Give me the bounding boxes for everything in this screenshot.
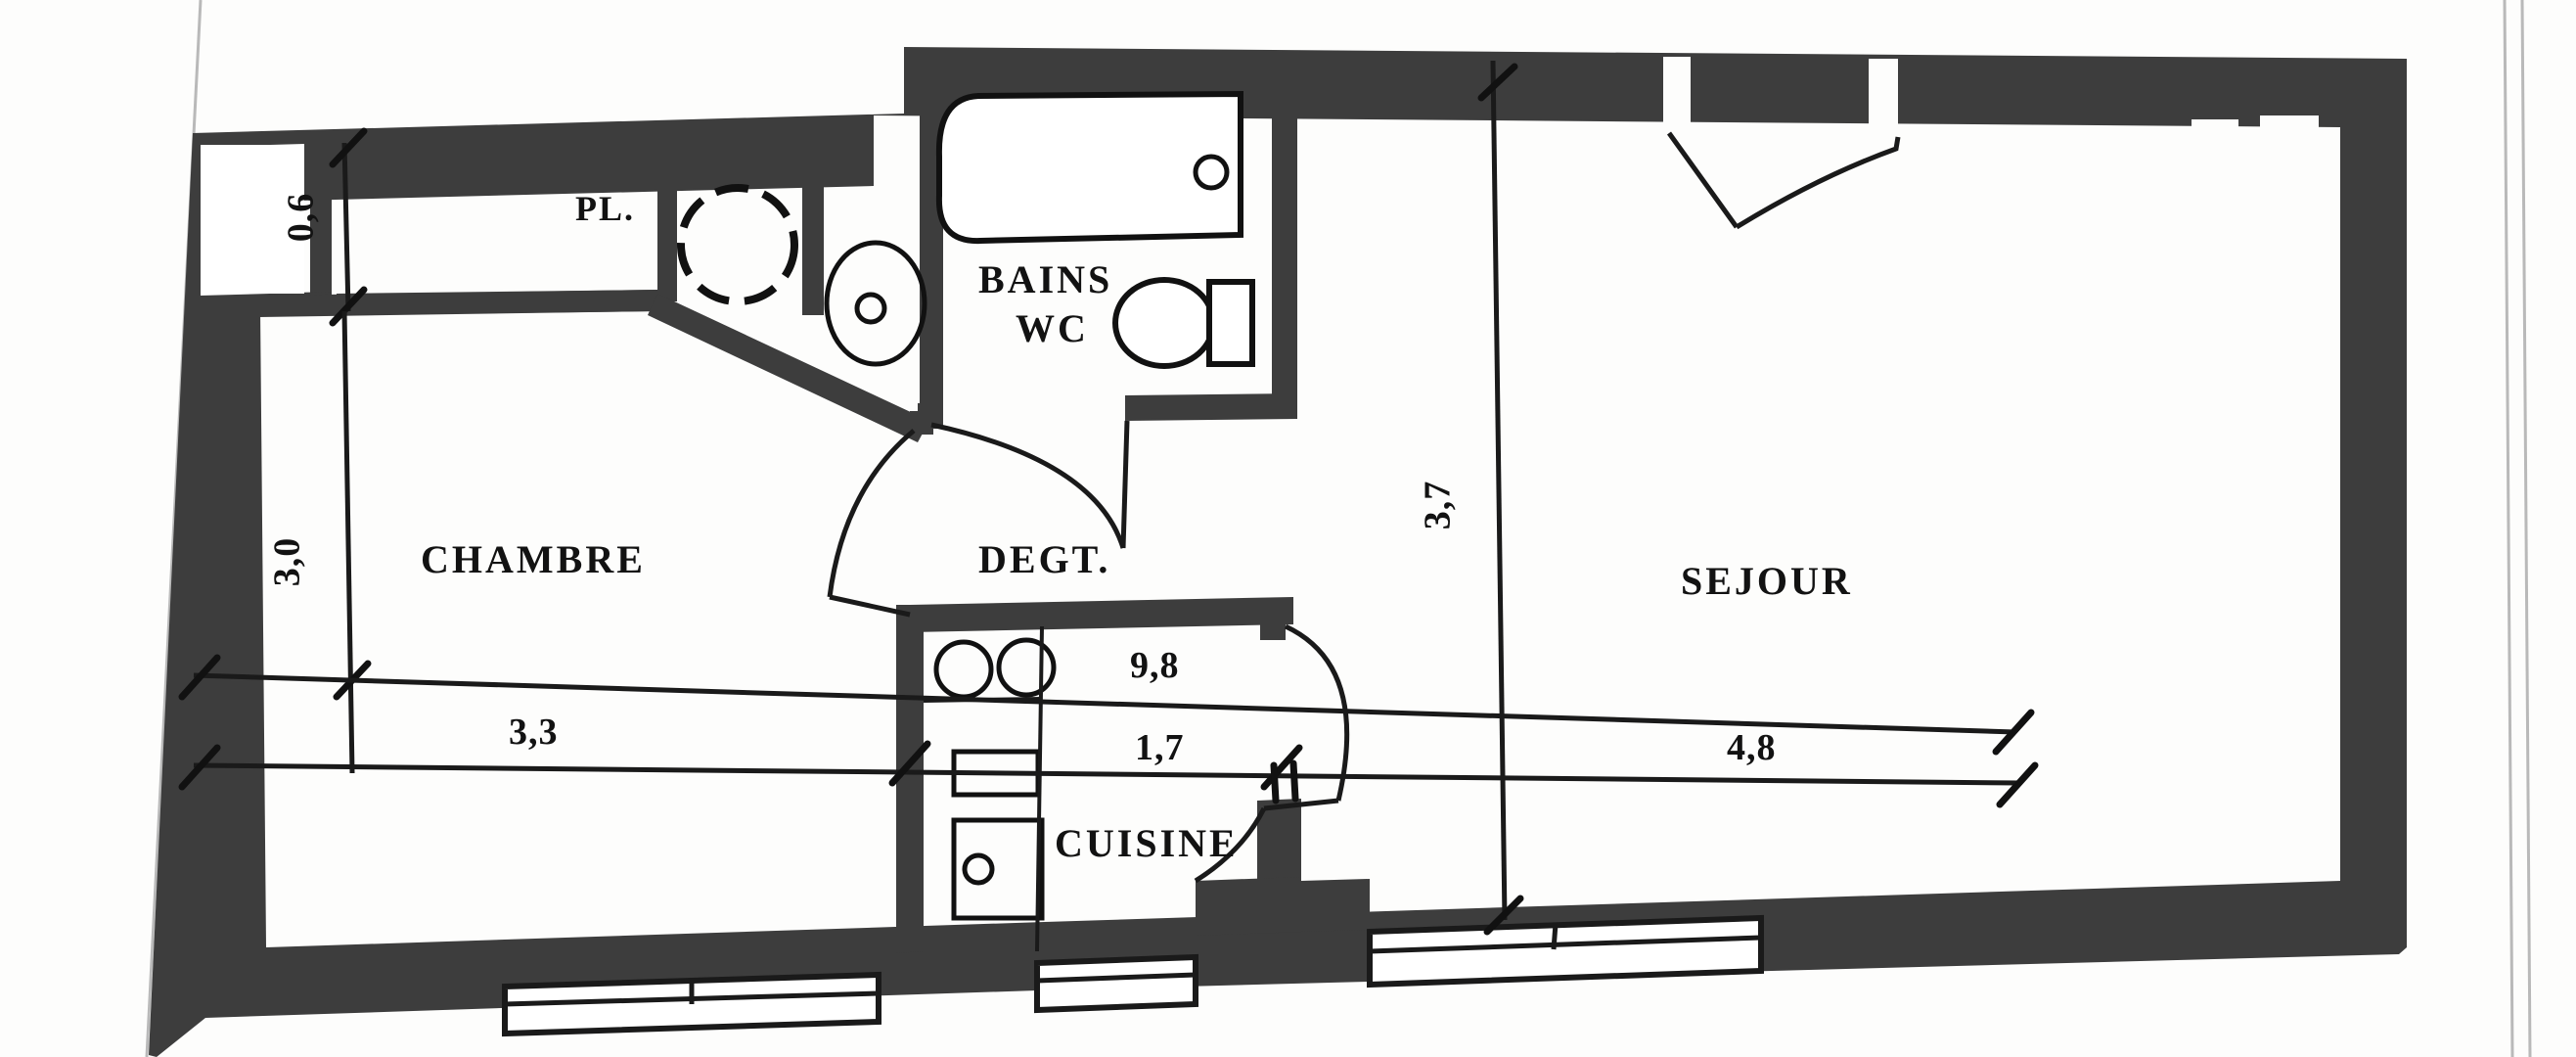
cuisine-cabinet-line (1035, 625, 1044, 952)
niche-right-void-2 (2192, 119, 2238, 229)
bains-left-wall (920, 59, 943, 426)
building-walls (149, 47, 2407, 1057)
room-label-bains: BAINS (978, 257, 1113, 301)
niche-left-divider (310, 186, 332, 308)
kitchen-sink-icon (951, 817, 1045, 921)
room-label-wc: WC (1016, 306, 1089, 350)
kitchen-sink-drain-icon (962, 852, 995, 886)
window-cuisine (1034, 953, 1198, 1014)
entry-door (1663, 57, 1901, 230)
room-label-degt: DEGT. (978, 537, 1111, 581)
dimline-3-0 (341, 310, 355, 774)
bathtub-icon (935, 90, 1243, 245)
room-label-placard: PL. (575, 189, 636, 228)
dimension-label-9-8: 9,8 (1130, 645, 1180, 686)
cuisine-left-wall (896, 605, 924, 953)
entry-door-jamb-right (1869, 59, 1898, 137)
dimension-lines (178, 60, 2039, 936)
washbasin-drain-icon (854, 292, 887, 325)
door-arc-cuisine (1284, 623, 1350, 802)
washbasin-icon (824, 240, 927, 367)
dimension-label-4-8: 4,8 (1727, 727, 1777, 768)
room-label-sejour: SEJOUR (1681, 559, 1853, 603)
sejour-pier (1301, 879, 1370, 932)
cooktop-burner-right-icon (996, 637, 1057, 698)
windows (502, 914, 1764, 1037)
toilet-tank-icon (1206, 279, 1255, 367)
bathtub-drain-icon (1193, 154, 1230, 191)
sejour-left-wall-upper (1272, 54, 1297, 418)
cuisine-top-wall (910, 597, 1293, 632)
door-arc-chambre (827, 429, 916, 598)
room-label-cuisine: CUISINE (1055, 821, 1239, 865)
dimension-label-3-0: 3,0 (266, 536, 308, 587)
toilet-bowl-icon (1112, 277, 1216, 369)
dimline-0-6 (341, 142, 351, 312)
cooktop-burner-left-icon (933, 639, 994, 700)
niche-right-void (2260, 115, 2319, 231)
dimension-label-3-3: 3,3 (509, 712, 559, 753)
dimline-bottom-horizontal (193, 762, 2020, 786)
wm-divider (802, 127, 824, 315)
bains-bottom-wall (1125, 393, 1297, 421)
diagonal-wall-chambre (648, 294, 929, 442)
wall-niches (201, 115, 2319, 296)
door-arc-bains (930, 422, 1126, 549)
dimline-top-horizontal (193, 672, 2016, 735)
door-swings (827, 403, 1350, 884)
room-label-chambre: CHAMBRE (421, 537, 646, 581)
window-sejour (1367, 914, 1764, 988)
dimension-label-3-7: 3,7 (1417, 480, 1459, 530)
dimension-label-0-6: 0,6 (280, 192, 322, 243)
washing-machine-icon (677, 184, 798, 305)
pl-divider (657, 135, 677, 301)
entry-door-jamb-left (1663, 57, 1691, 133)
dimension-label-1-7: 1,7 (1135, 727, 1185, 768)
